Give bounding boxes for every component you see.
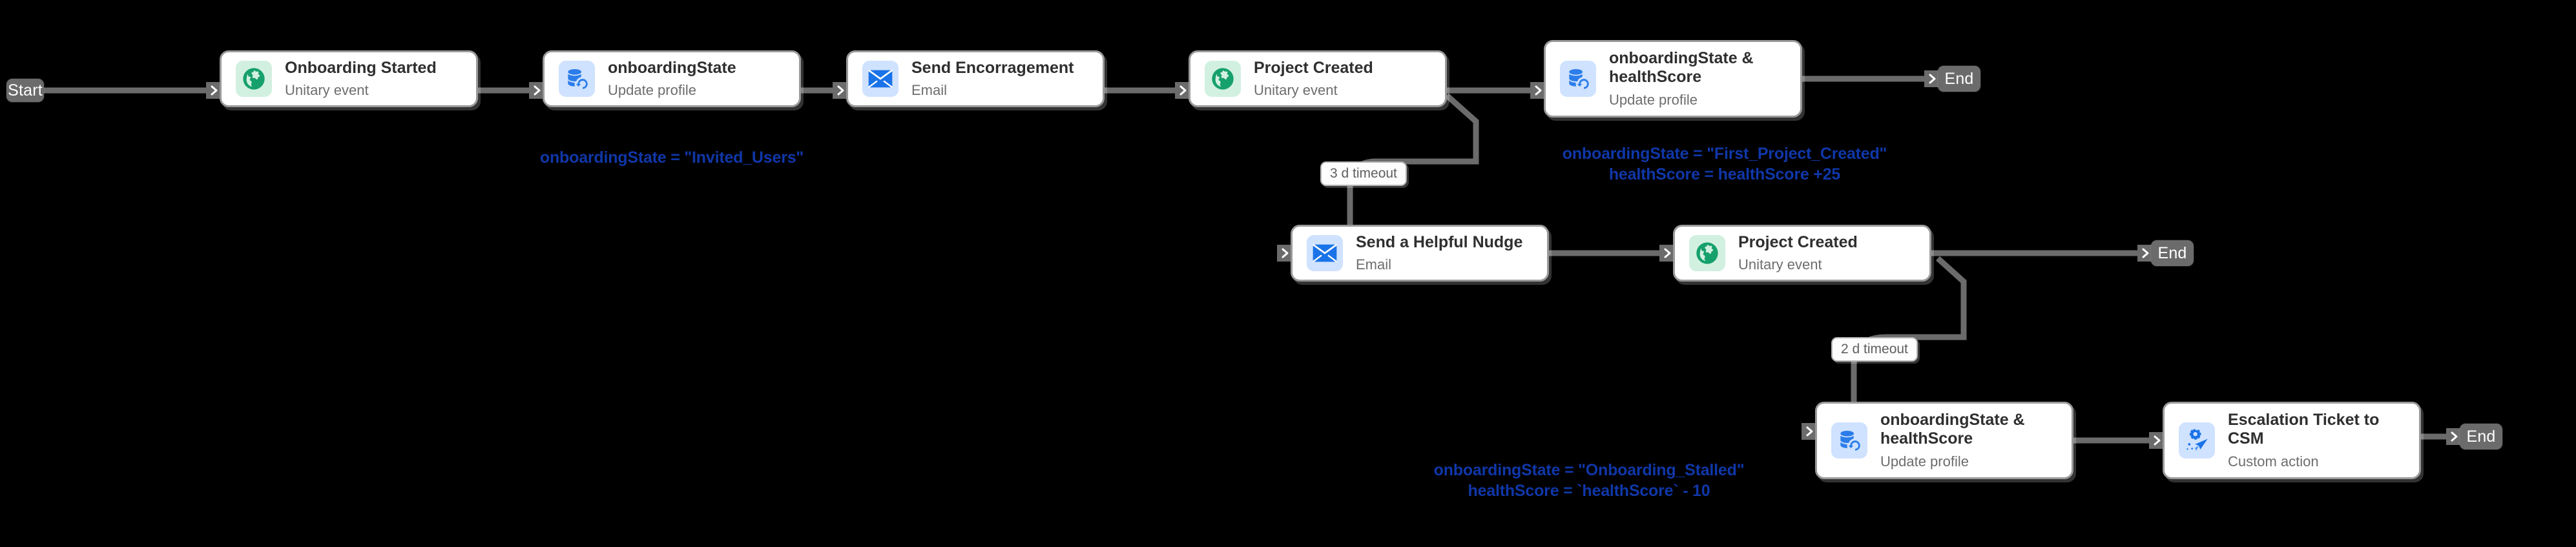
node-title: onboardingState: [608, 58, 736, 77]
node-subtitle: Unitary event: [1254, 82, 1338, 99]
node-title: Escalation Ticket to CSM: [2228, 410, 2380, 448]
envelope-icon: [1307, 235, 1343, 271]
node-project-created-middle[interactable]: Project Created Unitary event: [1673, 225, 1931, 282]
terminal-end-middle[interactable]: End: [2151, 240, 2194, 266]
node-onboarding-state-healthscore-bottom[interactable]: onboardingState & healthScore Update pro…: [1815, 402, 2073, 479]
globe-icon: [1689, 235, 1725, 271]
node-subtitle: Unitary event: [1738, 256, 1822, 273]
envelope-icon: [862, 61, 898, 97]
node-text: Onboarding Started Unitary event: [285, 59, 437, 99]
node-onboarding-started[interactable]: Onboarding Started Unitary event: [220, 50, 478, 107]
node-title: onboardingState & healthScore: [1880, 410, 2025, 448]
node-subtitle: Email: [1356, 256, 1392, 273]
node-text: onboardingState Update profile: [608, 59, 736, 99]
terminal-end-middle-label: End: [2157, 243, 2187, 262]
annotation-invited-users: onboardingState = "Invited_Users": [539, 149, 804, 167]
terminal-end-bottom-label: End: [2466, 427, 2496, 446]
node-title: Project Created: [1738, 232, 1858, 251]
node-title: Project Created: [1254, 58, 1373, 77]
timeout-chip-2d[interactable]: 2 d timeout: [1831, 337, 1918, 362]
node-onboarding-state-update[interactable]: onboardingState Update profile: [543, 50, 801, 107]
node-subtitle: Email: [911, 82, 948, 99]
globe-icon: [1205, 61, 1241, 97]
node-subtitle: Update profile: [1880, 453, 1969, 470]
node-text: onboardingState & healthScore Update pro…: [1880, 411, 2025, 470]
node-text: Send a Helpful Nudge Email: [1356, 233, 1522, 274]
node-title: Send Encorragement: [911, 58, 1074, 77]
node-text: Escalation Ticket to CSM Custom action: [2228, 411, 2379, 470]
node-escalation-ticket-csm[interactable]: Escalation Ticket to CSM Custom action: [2163, 402, 2421, 479]
node-text: onboardingState & healthScore Update pro…: [1609, 49, 1754, 108]
terminal-end-top[interactable]: End: [1938, 66, 1980, 92]
database-refresh-icon: [1560, 61, 1596, 97]
node-project-created-top[interactable]: Project Created Unitary event: [1189, 50, 1447, 107]
node-onboarding-state-healthscore-top[interactable]: onboardingState & healthScore Update pro…: [1544, 40, 1802, 118]
node-text: Project Created Unitary event: [1738, 233, 1858, 274]
node-subtitle: Update profile: [608, 82, 696, 99]
terminal-start-label: Start: [8, 81, 43, 99]
annotation-onboarding-stalled: onboardingState = "Onboarding_Stalled" h…: [1433, 461, 1745, 500]
terminal-end-top-label: End: [1944, 69, 1974, 88]
node-subtitle: Custom action: [2228, 453, 2319, 470]
node-text: Send Encorragement Email: [911, 59, 1074, 99]
custom-action-icon: [2179, 422, 2215, 459]
node-text: Project Created Unitary event: [1254, 59, 1373, 99]
timeout-chip-3d[interactable]: 3 d timeout: [1320, 161, 1407, 186]
globe-icon: [236, 61, 272, 97]
annotation-first-project-created: onboardingState = "First_Project_Created…: [1562, 145, 1887, 183]
timeout-chip-2d-label: 2 d timeout: [1841, 342, 1908, 356]
node-title: onboardingState & healthScore: [1609, 48, 1754, 87]
node-subtitle: Unitary event: [285, 82, 369, 99]
node-title: Send a Helpful Nudge: [1356, 232, 1523, 251]
terminal-end-bottom[interactable]: End: [2460, 424, 2502, 449]
node-subtitle: Update profile: [1609, 91, 1698, 108]
node-send-encorragement[interactable]: Send Encorragement Email: [846, 50, 1105, 107]
node-send-a-helpful-nudge[interactable]: Send a Helpful Nudge Email: [1291, 225, 1549, 282]
database-refresh-icon: [559, 61, 595, 97]
timeout-chip-3d-label: 3 d timeout: [1330, 166, 1397, 181]
database-refresh-icon: [1831, 422, 1867, 459]
node-title: Onboarding Started: [285, 58, 437, 77]
terminal-start[interactable]: Start: [6, 79, 44, 102]
